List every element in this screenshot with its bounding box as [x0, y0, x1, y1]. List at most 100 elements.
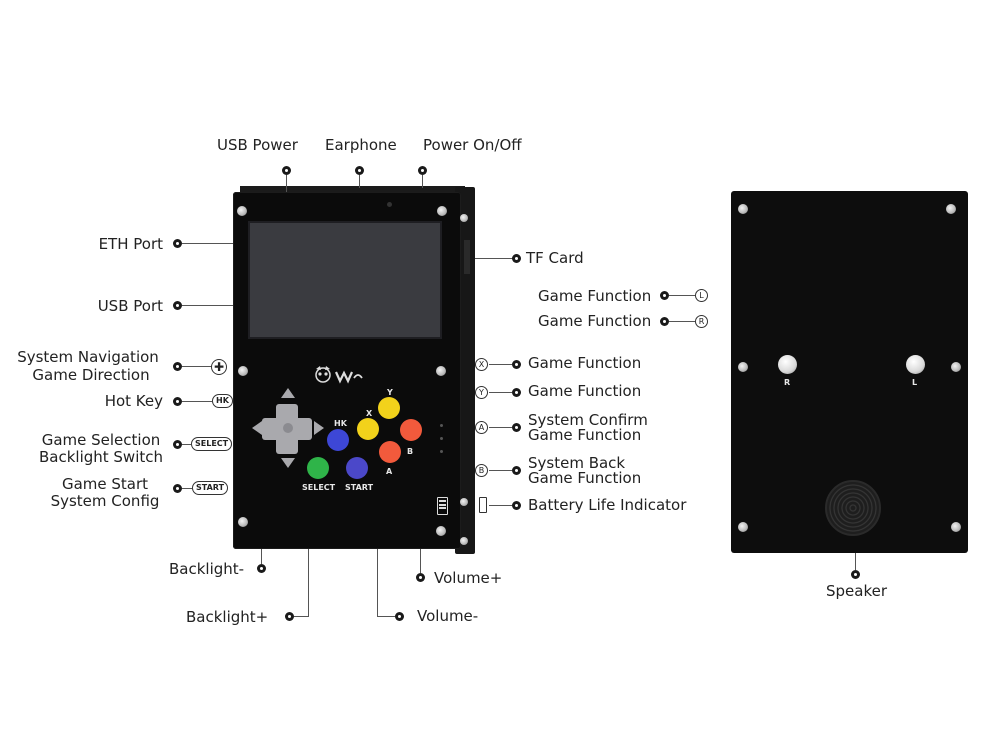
x-button[interactable]	[357, 418, 379, 440]
screw-icon	[738, 204, 748, 214]
battery-led-icon	[437, 497, 448, 515]
callout-dot	[285, 612, 294, 621]
console-top-edge	[240, 186, 465, 195]
led-indicator	[440, 437, 443, 440]
callout-dot	[173, 301, 182, 310]
label-game-start: Game Start	[61, 475, 149, 493]
label-volume-plus: Volume+	[434, 569, 503, 587]
screw-icon	[437, 206, 447, 216]
callout-dot	[512, 466, 521, 475]
x-badge-icon: X	[475, 358, 488, 371]
tf-card-slot	[464, 240, 470, 274]
x-button-label: X	[366, 409, 373, 418]
y-badge-icon: Y	[475, 386, 488, 399]
callout-line	[669, 321, 695, 322]
callout-line	[489, 427, 512, 428]
callout-dot	[257, 564, 266, 573]
callout-dot	[282, 166, 291, 175]
label-backlight-switch: Backlight Switch	[38, 448, 164, 466]
screw-icon	[460, 537, 468, 545]
y-button[interactable]	[378, 397, 400, 419]
callout-dot	[173, 440, 182, 449]
speaker-grille	[825, 480, 881, 536]
callout-dot	[173, 239, 182, 248]
label-game-function-r: Game Function	[538, 312, 652, 330]
callout-line	[308, 549, 309, 617]
start-button-label: START	[345, 483, 374, 492]
callout-line	[182, 366, 212, 367]
camera-hole	[387, 202, 392, 207]
callout-line	[855, 553, 856, 570]
screw-icon	[946, 204, 956, 214]
callout-line	[261, 549, 262, 564]
label-battery-life: Battery Life Indicator	[528, 496, 687, 514]
screw-icon	[738, 522, 748, 532]
label-speaker: Speaker	[826, 582, 888, 600]
hk-button-label: HK	[334, 419, 347, 428]
callout-line	[182, 488, 192, 489]
callout-dot	[660, 291, 669, 300]
l-shoulder-button[interactable]	[906, 355, 925, 374]
label-power-onoff: Power On/Off	[423, 136, 522, 154]
callout-dot	[416, 573, 425, 582]
brand-logo-icon	[315, 366, 363, 384]
callout-dot	[851, 570, 860, 579]
label-backlight-plus: Backlight+	[186, 608, 269, 626]
select-button[interactable]	[307, 457, 329, 479]
callout-line	[182, 243, 233, 244]
hk-badge-icon: HK	[212, 394, 233, 408]
label-earphone: Earphone	[325, 136, 397, 154]
callout-dot	[512, 254, 521, 263]
b-button[interactable]	[400, 419, 422, 441]
label-game-selection: Game Selection	[41, 431, 161, 449]
select-button-label: SELECT	[302, 483, 336, 492]
callout-line	[182, 305, 233, 306]
y-button-label: Y	[387, 388, 393, 397]
screw-icon	[951, 362, 961, 372]
callout-line	[182, 401, 212, 402]
callout-line	[489, 364, 512, 365]
callout-line	[377, 549, 378, 616]
label-system-back: System Back	[528, 454, 626, 472]
r-shoulder-button[interactable]	[778, 355, 797, 374]
callout-line	[182, 444, 191, 445]
callout-dot	[355, 166, 364, 175]
screw-icon	[237, 206, 247, 216]
label-game-direction: Game Direction	[32, 366, 150, 384]
callout-dot	[512, 423, 521, 432]
screw-icon	[460, 214, 468, 222]
screw-icon	[738, 362, 748, 372]
select-badge-icon: SELECT	[191, 437, 233, 451]
a-button[interactable]	[379, 441, 401, 463]
start-button[interactable]	[346, 457, 368, 479]
callout-dot	[173, 362, 182, 371]
dpad-arrows-icon	[252, 388, 324, 468]
callout-line	[489, 470, 512, 471]
callout-dot	[512, 501, 521, 510]
screw-icon	[460, 498, 468, 506]
label-tf-card: TF Card	[526, 249, 584, 267]
back-l-label: L	[912, 378, 918, 387]
lcd-screen	[248, 221, 442, 339]
callout-line	[489, 505, 512, 506]
label-hot-key: Hot Key	[104, 392, 163, 410]
led-indicator	[440, 450, 443, 453]
screw-icon	[238, 517, 248, 527]
a-button-label: A	[386, 467, 393, 476]
callout-dot	[512, 360, 521, 369]
back-r-label: R	[784, 378, 791, 387]
label-game-function-l: Game Function	[538, 287, 652, 305]
label-game-function-b: Game Function	[528, 469, 642, 487]
callout-line	[475, 258, 513, 259]
hk-button[interactable]	[327, 429, 349, 451]
label-game-function-a: Game Function	[528, 426, 642, 444]
callout-line	[489, 392, 512, 393]
callout-dot	[173, 397, 182, 406]
screw-icon	[436, 526, 446, 536]
callout-dot	[173, 484, 182, 493]
label-volume-minus: Volume-	[417, 607, 479, 625]
callout-line	[286, 175, 287, 192]
r-badge-icon: R	[695, 315, 708, 328]
callout-line	[377, 616, 395, 617]
